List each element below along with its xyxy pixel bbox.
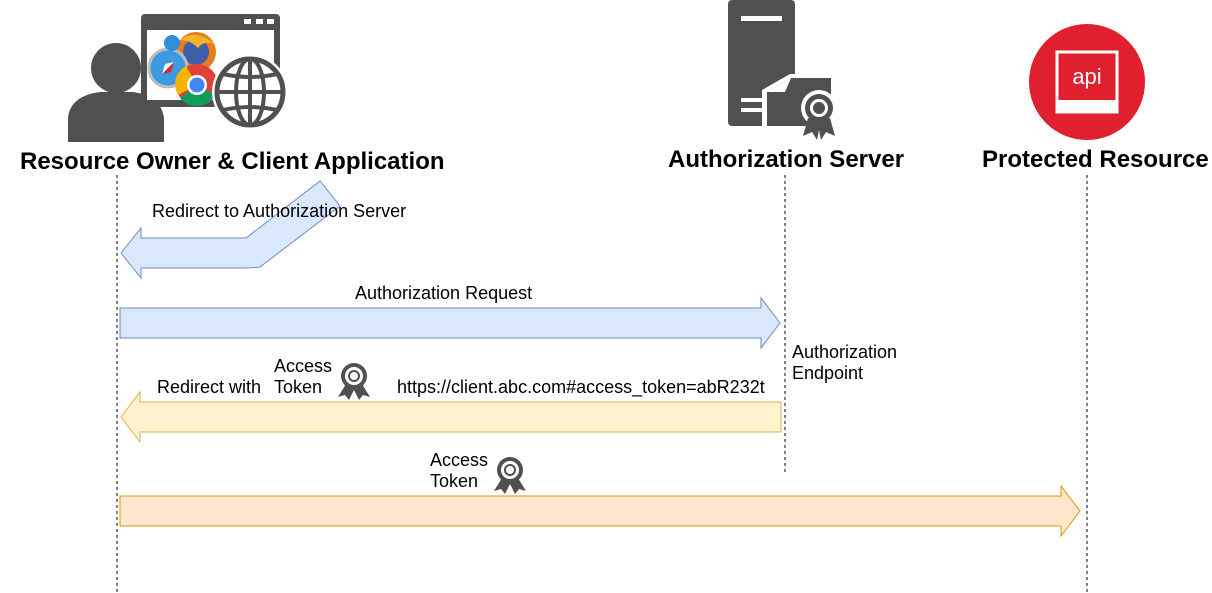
- access-token-label-2: Access Token: [430, 450, 488, 492]
- ribbon-token-icon: [338, 363, 370, 400]
- auth-endpoint-line1: Authorization: [792, 342, 898, 362]
- access-resource-arrow: [119, 484, 1081, 538]
- redirect-with-label: Redirect with: [157, 377, 262, 397]
- api-icon: api: [1029, 24, 1145, 140]
- redirect-to-auth-arrow: [120, 180, 341, 280]
- redirect-with-token-arrow: [120, 390, 782, 444]
- user-icon: [68, 43, 164, 142]
- certificate-icon: [762, 74, 837, 140]
- ribbon-token-icon: [494, 457, 526, 494]
- browser-logos-icon: [147, 32, 218, 107]
- client-actor-title: Resource Owner & Client Application: [20, 148, 445, 175]
- access-token-2-line2: Token: [430, 471, 479, 491]
- resource-actor-title: Protected Resource: [982, 146, 1209, 173]
- redirect-url-label: https://client.abc.com#access_token=abR2…: [397, 377, 765, 397]
- auth-endpoint-line2: Endpoint: [792, 363, 864, 383]
- auth-request-arrow: [119, 296, 781, 350]
- redirect-to-auth-label: Redirect to Authorization Server: [152, 201, 407, 221]
- auth-endpoint-label: Authorization Endpoint: [792, 342, 897, 384]
- auth-server-actor-title: Authorization Server: [668, 146, 905, 173]
- access-token-line2: Token: [274, 377, 323, 397]
- access-token-2-line1: Access: [430, 450, 489, 470]
- access-token-line1: Access: [274, 356, 333, 376]
- auth-request-label: Authorization Request: [355, 283, 533, 303]
- access-token-label: Access Token: [274, 356, 332, 398]
- globe-icon: [212, 54, 288, 130]
- api-badge-text: api: [1072, 64, 1101, 89]
